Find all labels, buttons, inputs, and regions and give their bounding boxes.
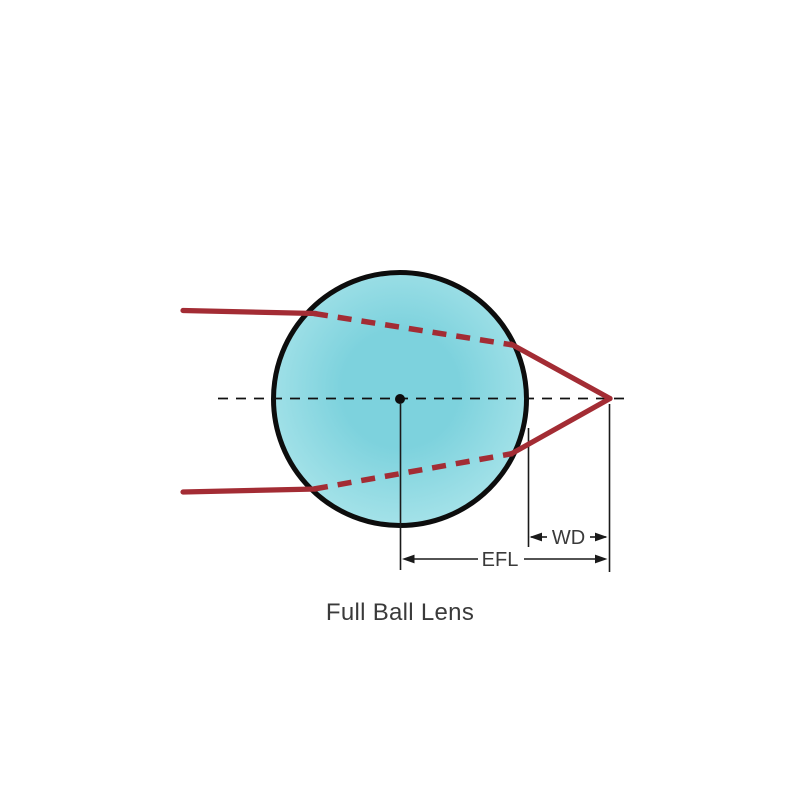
lens-center-dot [395, 394, 405, 404]
upper-internal-ray-dashed [313, 310, 514, 348]
figure-title: Full Ball Lens [326, 599, 474, 626]
lower-incoming-ray [180, 486, 319, 495]
wd-arrow-left-icon [529, 532, 542, 542]
upper-incoming-ray [180, 307, 319, 317]
efl-arrow-right-icon [595, 554, 608, 564]
lower-internal-ray-dashed [313, 450, 514, 492]
wd-label: WD [552, 527, 585, 549]
efl-label: EFL [482, 549, 519, 571]
efl-arrow-left-icon [402, 554, 415, 564]
upper-refracted-ray [508, 341, 613, 402]
lower-refracted-ray [508, 395, 613, 457]
wd-arrow-right-icon [595, 532, 608, 542]
